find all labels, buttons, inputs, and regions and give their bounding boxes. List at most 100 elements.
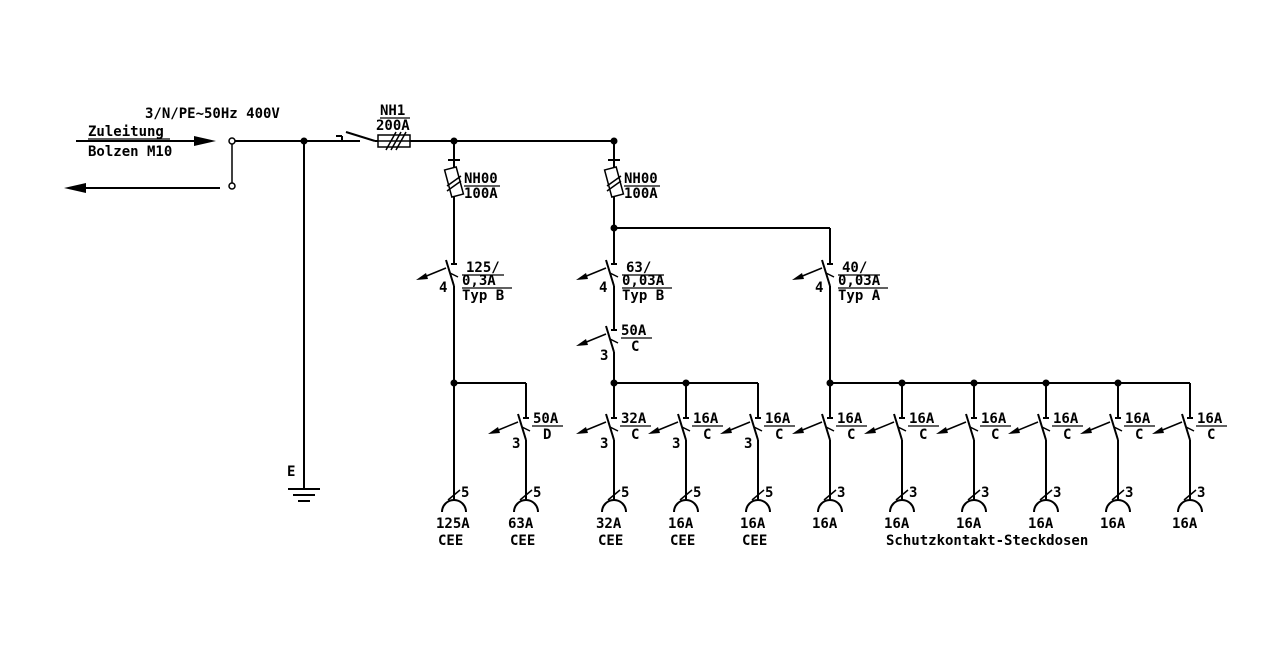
supply-spec: 3/N/PE~50Hz 400V <box>145 106 280 122</box>
rcd-line1: 40/ <box>842 260 867 276</box>
outlet-rating: 16A <box>1100 516 1126 532</box>
breaker-curve: C <box>1063 427 1071 443</box>
supply-section: 3/N/PE~50Hz 400V Zuleitung Bolzen M10 E <box>64 103 614 502</box>
breaker-poles: 3 <box>744 436 752 452</box>
rcd-line2: 0,03A <box>622 273 665 289</box>
outlet-poles: 5 <box>461 485 469 501</box>
socket-outlet-icon <box>513 488 539 513</box>
breaker-rating: 16A <box>765 411 791 427</box>
outgoing-arrow-icon <box>64 183 220 193</box>
branch-breaker-icon <box>1008 412 1051 441</box>
breaker-curve: C <box>631 427 639 443</box>
outlet-poles: 5 <box>765 485 773 501</box>
rcd-icon <box>792 258 835 287</box>
outlet-poles: 3 <box>909 485 917 501</box>
socket-outlet-icon <box>601 488 627 513</box>
socket-outlet-icon <box>1033 488 1059 513</box>
main-fuse-name: NH1 <box>380 103 405 119</box>
feeder-fuse-name: NH00 <box>624 171 658 187</box>
breaker-curve: C <box>847 427 855 443</box>
outlet-poles: 5 <box>621 485 629 501</box>
rcd-line1: 125/ <box>466 260 500 276</box>
rcd-poles: 4 <box>599 280 607 296</box>
outlet-poles: 3 <box>1053 485 1061 501</box>
socket-outlet-icon <box>1105 488 1131 513</box>
branch-breaker-icon <box>576 412 619 441</box>
breaker-curve: C <box>991 427 999 443</box>
socket-outlet-icon <box>673 488 699 513</box>
rcd-line3: Typ B <box>462 288 504 304</box>
main-fuse-rating: 200A <box>376 118 410 134</box>
terminal-icon <box>228 137 236 145</box>
sub-breaker-rating: 50A <box>621 323 647 339</box>
outlet-type: CEE <box>510 533 535 549</box>
outlet-poles: 5 <box>533 485 541 501</box>
rcd-line3: Typ B <box>622 288 664 304</box>
branch-breaker-icon <box>936 412 979 441</box>
sub-breaker-poles: 3 <box>600 348 608 364</box>
outlet-type: CEE <box>670 533 695 549</box>
rcd-line2: 0,03A <box>838 273 881 289</box>
earth-label: E <box>287 464 295 480</box>
incoming-arrow-icon <box>76 136 216 146</box>
supply-label-line2: Bolzen M10 <box>88 144 172 160</box>
feeder-fuse-icon <box>603 166 625 198</box>
rcd-line1: 63/ <box>626 260 651 276</box>
socket-outlet-icon <box>1177 488 1203 513</box>
breaker-rating: 32A <box>621 411 647 427</box>
breaker-curve: C <box>775 427 783 443</box>
breaker-rating: 16A <box>1053 411 1079 427</box>
outlet-rating: 16A <box>812 516 838 532</box>
breaker-rating: 16A <box>981 411 1007 427</box>
outlet-rating: 16A <box>668 516 694 532</box>
branch-breaker-icon <box>792 412 835 441</box>
breaker-curve: C <box>1135 427 1143 443</box>
sub-breaker-icon <box>576 324 619 353</box>
breaker-curve: C <box>703 427 711 443</box>
feeder-fuse-name: NH00 <box>464 171 498 187</box>
branch-breaker-icon <box>648 412 691 441</box>
rcd-line2: 0,3A <box>462 273 496 289</box>
feeder-fuse-rating: 100A <box>464 186 498 202</box>
main-fuse-icon <box>377 131 411 151</box>
outlet-poles: 3 <box>981 485 989 501</box>
outlet-poles: 5 <box>693 485 701 501</box>
main-switch-icon <box>336 131 376 142</box>
terminal-icon <box>228 182 236 190</box>
outlet-rating: 16A <box>1028 516 1054 532</box>
outlet-type: CEE <box>598 533 623 549</box>
outlet-rating: 16A <box>740 516 766 532</box>
rcd-icon <box>416 258 459 287</box>
breaker-rating: 16A <box>1125 411 1151 427</box>
outlet-poles: 3 <box>837 485 845 501</box>
rcd-poles: 4 <box>815 280 823 296</box>
outlet-rating: 16A <box>956 516 982 532</box>
feeder-fuse-rating: 100A <box>624 186 658 202</box>
outlet-rating: 32A <box>596 516 622 532</box>
breaker-curve: D <box>543 427 551 443</box>
outlet-type: CEE <box>438 533 463 549</box>
branch-breaker-icon <box>488 412 531 441</box>
breaker-curve: C <box>1207 427 1215 443</box>
socket-outlet-icon <box>441 488 467 513</box>
branch-breaker-icon <box>1152 412 1195 441</box>
breaker-poles: 3 <box>512 436 520 452</box>
rcd-poles: 4 <box>439 280 447 296</box>
rcd-icon <box>576 258 619 287</box>
outlet-type: CEE <box>742 533 767 549</box>
breaker-rating: 50A <box>533 411 559 427</box>
feeder-fuse-icon <box>443 166 465 198</box>
supply-label-line1: Zuleitung <box>88 124 164 140</box>
socket-outlet-icon <box>889 488 915 513</box>
socket-outlet-icon <box>817 488 843 513</box>
outlet-poles: 3 <box>1197 485 1205 501</box>
branch-breaker-icon <box>1080 412 1123 441</box>
outlet-group-label: Schutzkontakt-Steckdosen <box>886 533 1088 549</box>
breaker-rating: 16A <box>837 411 863 427</box>
breaker-rating: 16A <box>909 411 935 427</box>
breaker-poles: 3 <box>600 436 608 452</box>
